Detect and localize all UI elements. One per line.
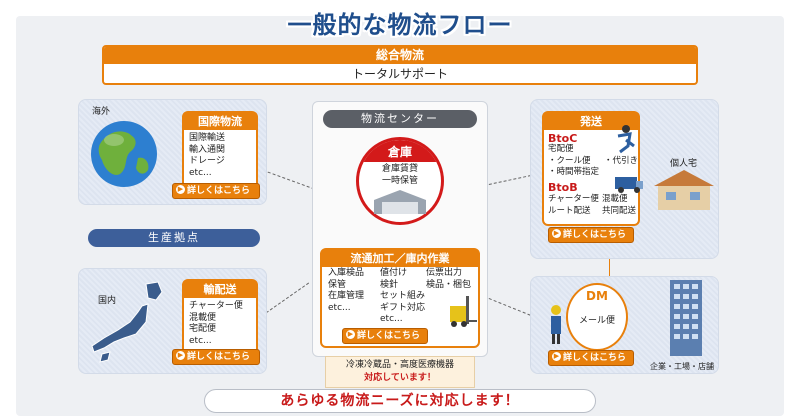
production-base-label: 生産拠点	[88, 229, 260, 247]
warehouse-header: 倉庫	[359, 140, 441, 162]
arrow-right-icon: ▶	[552, 352, 561, 361]
international-details-button[interactable]: ▶詳しくはこちら	[172, 183, 260, 199]
company-label: 企業・工場・店舗	[650, 362, 714, 371]
cold-medical-note: 冷凍冷蔵品・高度医療機器 対応しています！	[325, 356, 475, 388]
dm-details-button[interactable]: ▶詳しくはこちら	[548, 350, 634, 366]
processing-items-col3: 伝票出力 検品・梱包	[426, 268, 472, 290]
btob-label: BtoB	[548, 181, 578, 194]
arrow-right-icon: ▶	[176, 185, 185, 194]
dm-items: メール便	[578, 316, 615, 326]
processing-header: 流通加工／庫内作業	[322, 250, 478, 267]
btoc-items: 宅配便 ・クール便 ・時間帯指定	[548, 144, 600, 177]
international-header: 国際物流	[184, 113, 256, 130]
total-logistics-header: 総合物流	[104, 47, 696, 64]
btob-items: チャーター便 ルート配送	[548, 194, 599, 216]
mail-carrier-icon	[551, 305, 561, 344]
arrow-right-icon: ▶	[552, 229, 561, 238]
japan-map-icon	[91, 281, 163, 363]
residence-label: 個人宅	[670, 159, 698, 169]
warehouse-icon	[374, 190, 426, 214]
office-building-icon	[670, 280, 702, 356]
van-icon	[615, 177, 643, 193]
warehouse-items: 倉庫賃貸 一時保管	[381, 164, 418, 186]
dm-header: DM	[586, 289, 608, 303]
processing-button-label: 詳しくはこちら	[357, 331, 421, 341]
processing-items-col2: 値付け 検針 セット組み ギフト対応 etc...	[380, 268, 426, 324]
arrow-right-icon: ▶	[346, 330, 355, 339]
international-button-label: 詳しくはこちら	[187, 186, 251, 196]
processing-details-button[interactable]: ▶詳しくはこちら	[342, 328, 428, 344]
connector-line	[609, 248, 610, 282]
shipping-details-button[interactable]: ▶詳しくはこちら	[548, 227, 634, 243]
delivery-button-label: 詳しくはこちら	[187, 352, 251, 362]
page-title: 一般的な物流フロー	[287, 11, 513, 39]
forklift-icon	[450, 296, 477, 327]
logistics-center-label: 物流センター	[323, 110, 477, 128]
shipping-button-label: 詳しくはこちら	[563, 230, 627, 240]
domestic-label: 国内	[98, 296, 117, 306]
btoc-label: BtoC	[548, 132, 578, 145]
cold-medical-line2: 対応しています！	[364, 373, 436, 383]
btob-side-items: 混載便 共同配送	[602, 194, 637, 216]
house-icon	[654, 170, 714, 210]
processing-items-col1: 入庫検品 保管 在庫管理 etc...	[328, 268, 365, 313]
international-card: 国際物流 国際輸送 輸入通関 ドレージ etc...	[182, 111, 258, 197]
btoc-side-items: ・代引き	[604, 156, 639, 166]
delivery-header: 輸配送	[184, 281, 256, 298]
globe-icon	[91, 121, 157, 187]
overseas-label: 海外	[92, 107, 111, 117]
total-logistics-body: トータルサポート	[351, 67, 448, 81]
international-items: 国際輸送 輸入通関 ドレージ etc...	[189, 133, 226, 178]
delivery-details-button[interactable]: ▶詳しくはこちら	[172, 349, 260, 365]
bottom-banner: あらゆる物流ニーズに対応します！	[204, 389, 596, 413]
total-logistics-box: 総合物流 トータルサポート	[102, 45, 698, 85]
dm-button-label: 詳しくはこちら	[563, 353, 627, 363]
runner-icon	[617, 125, 635, 154]
cold-medical-line1: 冷凍冷蔵品・高度医療機器	[345, 360, 454, 370]
delivery-items: チャーター便 混載便 宅配便 etc...	[189, 301, 243, 346]
dm-circle: DM メール便	[566, 283, 628, 351]
arrow-right-icon: ▶	[176, 351, 185, 360]
shipping-header: 発送	[544, 113, 638, 130]
